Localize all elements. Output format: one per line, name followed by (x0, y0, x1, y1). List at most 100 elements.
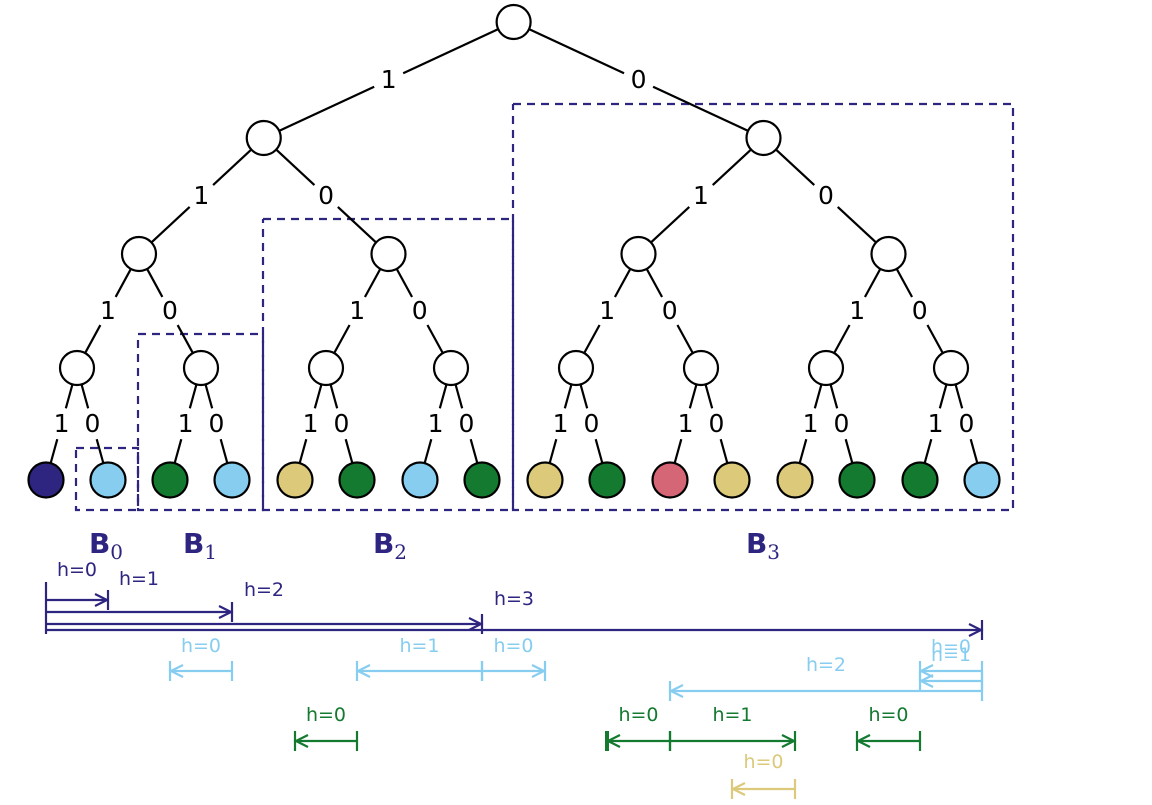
edge-label-zero: 0 (318, 181, 334, 210)
leaf-node-tan (776, 461, 814, 499)
interval-arrowhead (918, 664, 934, 678)
tree-edge (64, 384, 74, 409)
edge-label-one: 1 (928, 409, 944, 438)
tree-node (620, 235, 657, 273)
tree-node (682, 349, 720, 387)
tree-edge (954, 384, 964, 409)
interval-label: h=0 (493, 635, 533, 657)
edge-label-zero: 0 (458, 409, 474, 438)
tree-edge (829, 384, 839, 409)
tree-edge (150, 206, 191, 244)
tree-edge (188, 384, 198, 409)
edge-label-zero: 0 (708, 409, 724, 438)
tree-edge (363, 268, 382, 298)
interval-label: h=0 (868, 704, 908, 726)
interval-label: h=0 (57, 559, 97, 581)
interval-label: h=2 (806, 654, 846, 676)
interval-arrowhead (668, 684, 684, 698)
interval-label: h=0 (743, 751, 783, 773)
edge-label-zero: 0 (958, 409, 974, 438)
block-label-b1: B1 (183, 527, 217, 564)
tree-edge (528, 28, 625, 75)
tree-edge (395, 268, 414, 298)
tree-edge (813, 384, 823, 409)
block-label-b2: B2 (373, 527, 407, 564)
tree-edge (895, 268, 914, 298)
leaf-node-green (588, 461, 626, 499)
edge-label-zero: 0 (162, 296, 178, 325)
tree-edge (176, 324, 194, 354)
tree-node (307, 349, 345, 387)
tree-node (932, 349, 970, 387)
edge-label-one: 1 (303, 409, 319, 438)
leaf-node-tan (276, 461, 314, 499)
edge-label-one: 1 (428, 409, 444, 438)
edge-label-zero: 0 (662, 296, 678, 325)
tree-edge (80, 384, 90, 409)
edge-label-zero: 0 (583, 409, 599, 438)
tree-edge (673, 438, 683, 464)
tree-edge (836, 206, 877, 244)
tree-edges (49, 28, 979, 464)
interval-label: h=0 (181, 635, 221, 657)
tree-edge (212, 148, 253, 186)
edge-label-zero: 0 (631, 65, 647, 94)
tree-edge (219, 438, 229, 464)
leaf-node-light-blue (401, 461, 439, 499)
tree-edge (579, 384, 589, 409)
tree-node (870, 235, 907, 273)
leaf-node-green (463, 461, 501, 499)
edge-label-zero: 0 (208, 409, 224, 438)
edge-label-one: 1 (178, 409, 194, 438)
edge-label-one: 1 (553, 409, 569, 438)
tree-edge (173, 438, 183, 464)
tree-edge (454, 384, 464, 409)
tree-edge (95, 438, 105, 464)
leaf-node-tan (526, 461, 564, 499)
block-box-b2 (261, 217, 515, 512)
edge-label-one: 1 (54, 409, 70, 438)
interval-arrowhead (293, 734, 309, 748)
tree-edge (146, 268, 164, 298)
block-label-subscript: 3 (767, 540, 780, 564)
leaf-node-navy (27, 461, 65, 499)
leaf-node-red (651, 461, 689, 499)
tree-edge (926, 324, 944, 354)
edge-label-zero: 0 (333, 409, 349, 438)
tree-edge (548, 438, 558, 464)
leaf-node-green (151, 461, 189, 499)
tree-node (120, 235, 158, 273)
interval-arrowhead (94, 593, 110, 607)
interval-arrowhead (730, 782, 746, 796)
block-label-b3: B3 (746, 527, 780, 564)
interval-label: h=0 (931, 636, 971, 658)
edge-label-one: 1 (678, 409, 694, 438)
tree-node (58, 349, 96, 387)
edge-label-one: 1 (193, 181, 209, 210)
tree-edge (333, 324, 351, 354)
tree-node (745, 119, 782, 157)
leaf-node-tan (713, 461, 751, 499)
edge-label-one: 1 (693, 181, 709, 210)
interval-arrowhead (355, 664, 371, 678)
edge-label-one: 1 (599, 296, 615, 325)
edge-label-one: 1 (349, 296, 365, 325)
interval-label: h=2 (244, 579, 284, 601)
edge-label-zero: 0 (412, 296, 428, 325)
leaf-node-green (838, 461, 876, 499)
tree-edge (329, 384, 339, 409)
interval-arrowhead (168, 664, 184, 678)
tree-edge (426, 324, 444, 354)
tree-edge (298, 438, 308, 464)
tree-edge (650, 206, 691, 244)
tree-node (495, 3, 532, 41)
tree-node (807, 349, 845, 387)
tree-edge (844, 438, 854, 464)
tree-edge (278, 85, 375, 132)
edge-label-one: 1 (803, 409, 819, 438)
tree-edge (798, 438, 808, 464)
